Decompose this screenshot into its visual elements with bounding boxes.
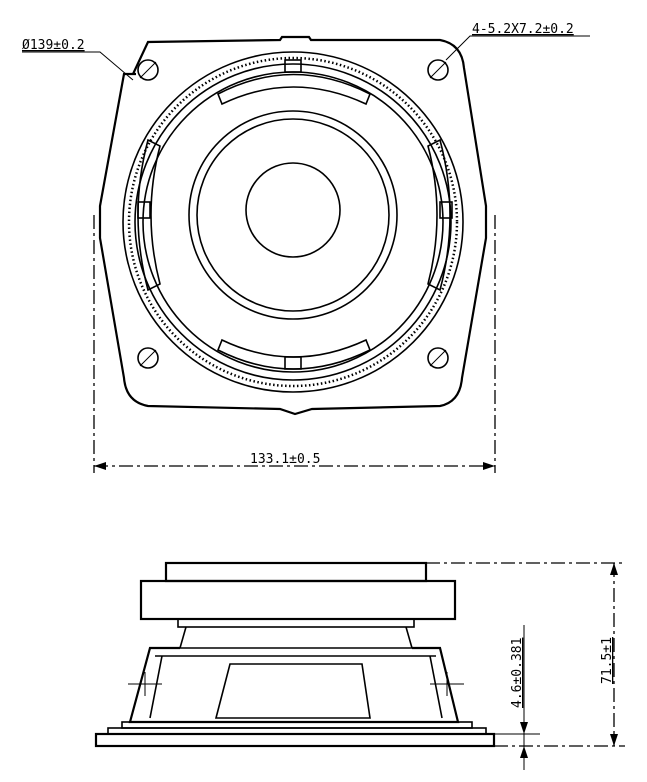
top-view: Ø139±0.2 4-5.2X7.2±0.2 133.1±0.5	[22, 22, 590, 473]
tab-left	[137, 201, 151, 219]
flange-strip	[177, 618, 415, 628]
width-label: 133.1±0.5	[250, 452, 320, 467]
flange-arrow-top	[520, 722, 528, 734]
flange-label: 4.6±0.381	[510, 638, 525, 708]
bead-ring	[127, 56, 459, 388]
window-top	[216, 73, 372, 106]
height-label: 71.5±1	[600, 637, 615, 684]
terminal-right	[430, 672, 464, 696]
slots-label: 4-5.2X7.2±0.2	[472, 22, 574, 37]
mounting-hole-bl	[137, 347, 159, 369]
window-right	[427, 138, 451, 292]
basket-body	[128, 646, 460, 724]
surround-ring	[134, 63, 452, 381]
height-arrow-top	[610, 563, 618, 575]
mounting-hole-tr	[427, 59, 449, 81]
tab-top	[284, 59, 302, 73]
outer-ring	[122, 51, 464, 393]
width-arrow-left	[94, 462, 106, 470]
mounting-hole-tl	[137, 59, 159, 81]
inner-frame-ring	[142, 71, 444, 373]
width-arrow-right	[483, 462, 495, 470]
cone-inner-ring	[196, 118, 390, 312]
basket-window	[214, 663, 371, 719]
terminal-left	[128, 672, 162, 696]
frame-flange	[139, 579, 457, 621]
diameter-leader	[22, 51, 134, 81]
cone-outer-ring	[188, 110, 398, 320]
dust-cap	[245, 162, 341, 258]
height-arrow-bottom	[610, 734, 618, 746]
diameter-label: Ø139±0.2	[22, 38, 85, 53]
basket-frame	[98, 35, 488, 416]
tab-right	[439, 201, 453, 219]
window-left	[137, 138, 161, 292]
window-bottom	[216, 338, 372, 370]
base-plate-3	[94, 732, 496, 748]
flange-arrow-bottom	[520, 746, 528, 758]
mounting-hole-br	[427, 347, 449, 369]
basket-inner	[149, 655, 443, 719]
side-view: 71.5±1 4.6±0.381	[94, 561, 625, 770]
tab-bottom	[284, 356, 302, 370]
slots-leader	[445, 35, 590, 61]
basket-neck	[178, 626, 414, 649]
gasket-ring	[164, 561, 428, 583]
